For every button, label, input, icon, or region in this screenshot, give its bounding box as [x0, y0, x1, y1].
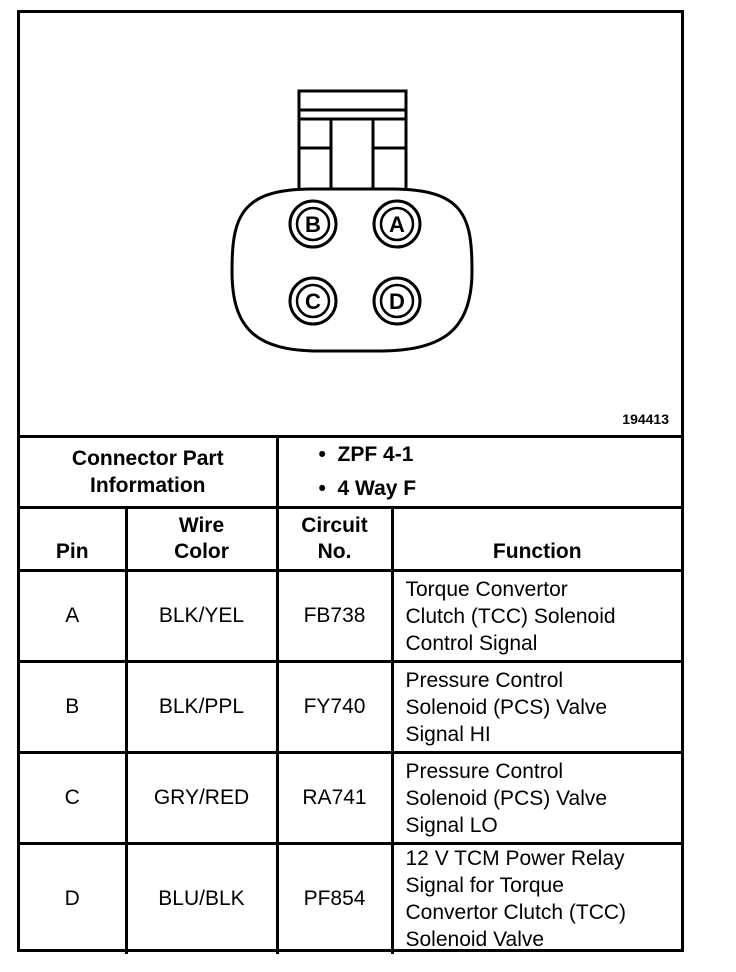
function-cell: Pressure Control Solenoid (PCS) Valve Si…: [390, 660, 682, 754]
pin-cell: C: [20, 751, 128, 845]
part-info-values: ZPF 4-1 4 Way F: [275, 435, 682, 509]
pin-cavity-d: D: [372, 276, 422, 326]
circuit-cell: PF854: [275, 842, 394, 954]
pin-cell: D: [20, 842, 128, 954]
figure-id: 194413: [622, 411, 669, 427]
pin-cavity-b: B: [288, 199, 338, 249]
part-info-label: Connector Part Information: [20, 435, 279, 509]
connector-body: [230, 187, 474, 353]
function-cell: 12 V TCM Power Relay Signal for Torque C…: [390, 842, 682, 954]
table-row: D BLU/BLK PF854 12 V TCM Power Relay Sig…: [20, 842, 682, 954]
pin-cavity-c: C: [288, 276, 338, 326]
part-info-row: Connector Part Information ZPF 4-1 4 Way…: [20, 435, 682, 509]
connector-latch: [297, 89, 408, 197]
pin-cavity-a: A: [372, 199, 422, 249]
header-function: Function: [390, 506, 682, 572]
pin-cell: A: [20, 569, 128, 663]
pinout-table: Connector Part Information ZPF 4-1 4 Way…: [20, 435, 682, 954]
table-row: B BLK/PPL FY740 Pressure Control Solenoi…: [20, 660, 682, 754]
connector-figure: B A C D 194413 Connector Part: [17, 10, 684, 954]
wire-color-cell: BLK/PPL: [124, 660, 279, 754]
header-pin: Pin: [20, 506, 128, 572]
function-cell: Torque Convertor Clutch (TCC) Solenoid C…: [390, 569, 682, 663]
circuit-cell: FY740: [275, 660, 394, 754]
wire-color-cell: BLK/YEL: [124, 569, 279, 663]
wire-color-cell: GRY/RED: [124, 751, 279, 845]
pin-label-b: B: [305, 212, 321, 237]
pin-cell: B: [20, 660, 128, 754]
pin-label-d: D: [389, 289, 405, 314]
part-info-value: ZPF 4-1: [319, 438, 682, 472]
header-wire-color: Wire Color: [124, 506, 279, 572]
header-circuit-no: Circuit No.: [275, 506, 394, 572]
circuit-cell: FB738: [275, 569, 394, 663]
circuit-cell: RA741: [275, 751, 394, 845]
table-row: C GRY/RED RA741 Pressure Control Solenoi…: [20, 751, 682, 845]
connector-diagram: B A C D: [230, 89, 474, 353]
function-cell: Pressure Control Solenoid (PCS) Valve Si…: [390, 751, 682, 845]
pin-label-c: C: [305, 289, 321, 314]
header-row: Pin Wire Color Circuit No. Function: [20, 506, 682, 572]
pin-label-a: A: [389, 212, 405, 237]
wire-color-cell: BLU/BLK: [124, 842, 279, 954]
table-row: A BLK/YEL FB738 Torque Convertor Clutch …: [20, 569, 682, 663]
part-info-value: 4 Way F: [319, 472, 682, 506]
